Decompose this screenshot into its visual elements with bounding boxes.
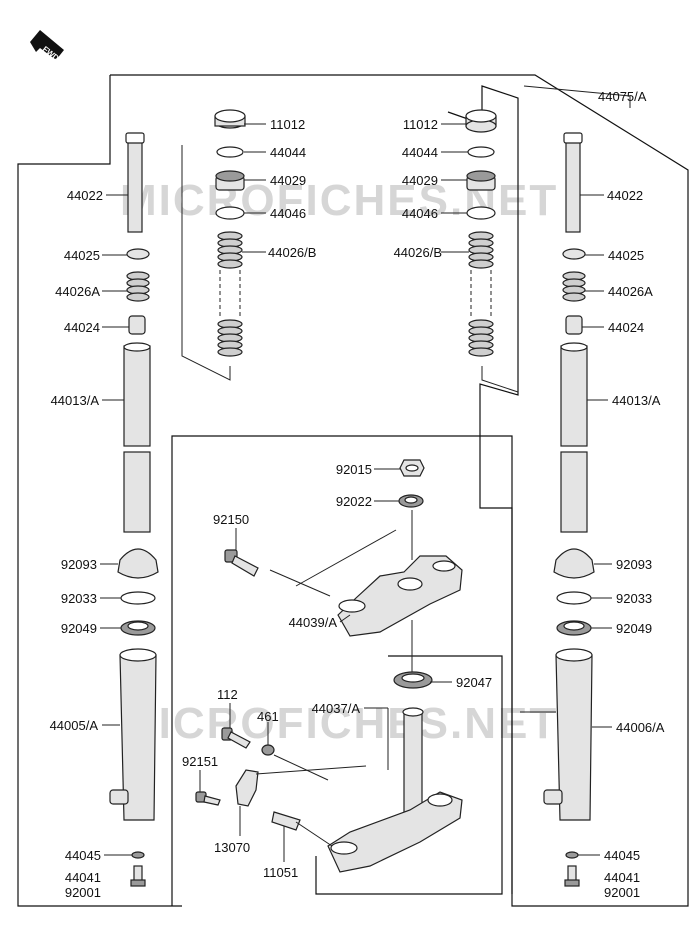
- label-44025-right: 44025: [608, 248, 644, 263]
- washer-461: [261, 744, 275, 756]
- label-92033-left: 92033: [61, 591, 97, 606]
- part-number-labels: 44075/A 11012 44044 44029 44046 44026/B …: [50, 89, 665, 900]
- label-11051: 11051: [263, 865, 298, 880]
- right-damper-rod: [565, 139, 581, 233]
- label-92015: 92015: [336, 462, 372, 477]
- label-44026b-right: 44026/B: [394, 245, 442, 260]
- label-44029-right: 44029: [402, 173, 438, 188]
- right-spring-44026a: [562, 271, 586, 302]
- watermark-bottom: MICROFICHES.NET: [120, 699, 558, 748]
- steering-parts: [195, 459, 463, 873]
- left-washer-44045: [131, 851, 145, 859]
- right-ring-44025: [562, 248, 586, 260]
- label-112: 112: [217, 687, 238, 702]
- label-44022-right: 44022: [607, 188, 643, 203]
- label-92001-right: 92001: [604, 885, 640, 900]
- label-44026a-left: 44026A: [55, 284, 100, 299]
- group-frame-stem: [315, 655, 503, 895]
- label-92001-left: 92001: [65, 885, 101, 900]
- label-44005a: 44005/A: [50, 718, 99, 733]
- left-oring-44046: [215, 206, 245, 220]
- label-44044-right: 44044: [402, 145, 438, 160]
- label-44041-left: 44041: [65, 870, 101, 885]
- group-frame-left: [17, 75, 182, 907]
- left-ring-44025: [126, 248, 150, 260]
- upper-clamp-44039a: [337, 555, 463, 637]
- label-92049-right: 92049: [616, 621, 652, 636]
- label-13070: 13070: [214, 840, 250, 855]
- right-oring-44046: [466, 206, 496, 220]
- fwd-arrow-icon: FWD: [30, 30, 64, 63]
- left-piece-44024: [128, 315, 146, 335]
- label-44041-right: 44041: [604, 870, 640, 885]
- label-44024-left: 44024: [64, 320, 100, 335]
- label-44006a: 44006/A: [616, 720, 665, 735]
- bracket-11051: [271, 811, 301, 831]
- label-44029-left: 44029: [270, 173, 306, 188]
- label-92047: 92047: [456, 675, 492, 690]
- label-44026a-right: 44026A: [608, 284, 653, 299]
- label-92150: 92150: [213, 512, 249, 527]
- bolt-92150: [224, 549, 259, 577]
- label-44013a-right: 44013/A: [612, 393, 661, 408]
- bolt-92151: [195, 791, 221, 806]
- label-44075a: 44075/A: [598, 89, 647, 104]
- label-44039a: 44039/A: [289, 615, 338, 630]
- label-44022-left: 44022: [67, 188, 103, 203]
- right-ring-44044: [467, 146, 495, 158]
- label-44044-left: 44044: [270, 145, 306, 160]
- right-fork-parts: [543, 132, 595, 887]
- label-44025-left: 44025: [64, 248, 100, 263]
- right-circlip: [556, 591, 592, 605]
- label-44037a: 44037/A: [312, 701, 361, 716]
- left-cap-stack: [214, 109, 246, 357]
- group-frame-outer: [110, 74, 689, 907]
- right-inner-tube-lower: [560, 451, 588, 533]
- label-44046-right: 44046: [402, 206, 438, 221]
- label-461: 461: [257, 709, 279, 724]
- bolt-112: [221, 727, 251, 749]
- right-piece-44024: [565, 315, 583, 335]
- left-spring-44026a: [126, 271, 150, 302]
- left-spring-44026b: [217, 231, 243, 357]
- label-92049-left: 92049: [61, 621, 97, 636]
- group-frame-center: [171, 435, 513, 906]
- label-44024-right: 44024: [608, 320, 644, 335]
- right-spring-44026b: [468, 231, 494, 357]
- bracket-left-spring: [181, 145, 231, 381]
- label-92093-left: 92093: [61, 557, 97, 572]
- left-dust-seal: [117, 548, 159, 579]
- label-44045-right: 44045: [604, 848, 640, 863]
- label-11012-right: 11012: [403, 117, 438, 132]
- left-damper-rod: [127, 139, 143, 233]
- label-92151: 92151: [182, 754, 218, 769]
- lower-clamp: [327, 791, 463, 873]
- label-92033-right: 92033: [616, 591, 652, 606]
- label-44045-left: 44045: [65, 848, 101, 863]
- left-inner-tube-upper: [123, 345, 151, 447]
- right-washer-44045: [565, 851, 579, 859]
- left-inner-tube-lower: [123, 451, 151, 533]
- right-inner-tube-upper: [560, 345, 588, 447]
- bracket-right-spring: [481, 366, 519, 393]
- left-ring-44044: [216, 146, 244, 158]
- right-cap-stack: [465, 109, 497, 357]
- left-fork-parts: [109, 132, 159, 887]
- bracket-13070: [235, 769, 259, 807]
- label-11012-left: 11012: [270, 117, 305, 132]
- label-44046-left: 44046: [270, 206, 306, 221]
- label-92022: 92022: [336, 494, 372, 509]
- right-dust-seal: [553, 548, 595, 579]
- label-44026b-left: 44026/B: [268, 245, 316, 260]
- label-44013a-left: 44013/A: [51, 393, 100, 408]
- leader-lines: [100, 85, 631, 862]
- left-circlip: [120, 591, 156, 605]
- label-92093-right: 92093: [616, 557, 652, 572]
